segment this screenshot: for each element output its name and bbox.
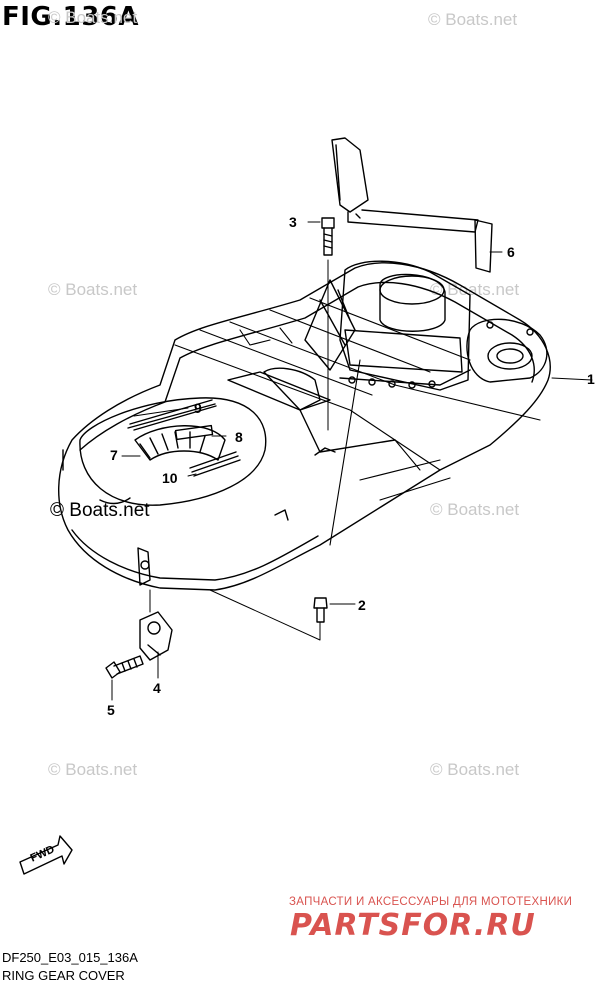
screw-part-5 <box>105 655 144 679</box>
callout-3: 3 <box>289 214 297 230</box>
ring-gear-cover-outline <box>58 262 551 591</box>
figure-title: FIG.136A <box>2 2 140 32</box>
watermark: © Boats.net <box>430 760 520 779</box>
callout-9: 9 <box>194 400 202 416</box>
cover-top-housing <box>304 260 471 391</box>
callout-1: 1 <box>587 371 595 387</box>
watermark: © Boats.net <box>48 760 138 779</box>
shop-logo: PARTSFOR.RU <box>290 908 536 943</box>
cover-ribs <box>174 297 541 546</box>
cover-dome <box>79 367 396 521</box>
clip-part-4 <box>137 547 173 661</box>
callout-4: 4 <box>153 680 161 696</box>
figure-code: DF250_E03_015_136A <box>2 950 138 965</box>
watermark: © Boats.net <box>430 500 520 519</box>
fwd-arrow-badge <box>19 835 73 875</box>
bracket-part-6 <box>331 137 493 273</box>
callout-5: 5 <box>107 702 115 718</box>
bolt-part-2 <box>313 597 328 623</box>
callout-7: 7 <box>110 447 118 463</box>
bolt-part-3 <box>321 217 335 256</box>
callout-8: 8 <box>235 429 243 445</box>
watermark: © Boats.net <box>50 500 150 521</box>
callout-6: 6 <box>507 244 515 260</box>
watermark: © Boats.net <box>48 280 138 299</box>
callout-2: 2 <box>358 597 366 613</box>
shop-tagline: ЗАПЧАСТИ И АКСЕССУАРЫ ДЛЯ МОТОТЕХНИКИ <box>289 896 573 908</box>
watermark: © Boats.net <box>428 10 518 29</box>
watermark: © Boats.net <box>48 8 138 27</box>
cover-ring-flange <box>466 318 548 383</box>
figure-caption: RING GEAR COVER <box>2 968 125 983</box>
callout-10: 10 <box>162 470 178 486</box>
leader-lines <box>111 221 593 701</box>
